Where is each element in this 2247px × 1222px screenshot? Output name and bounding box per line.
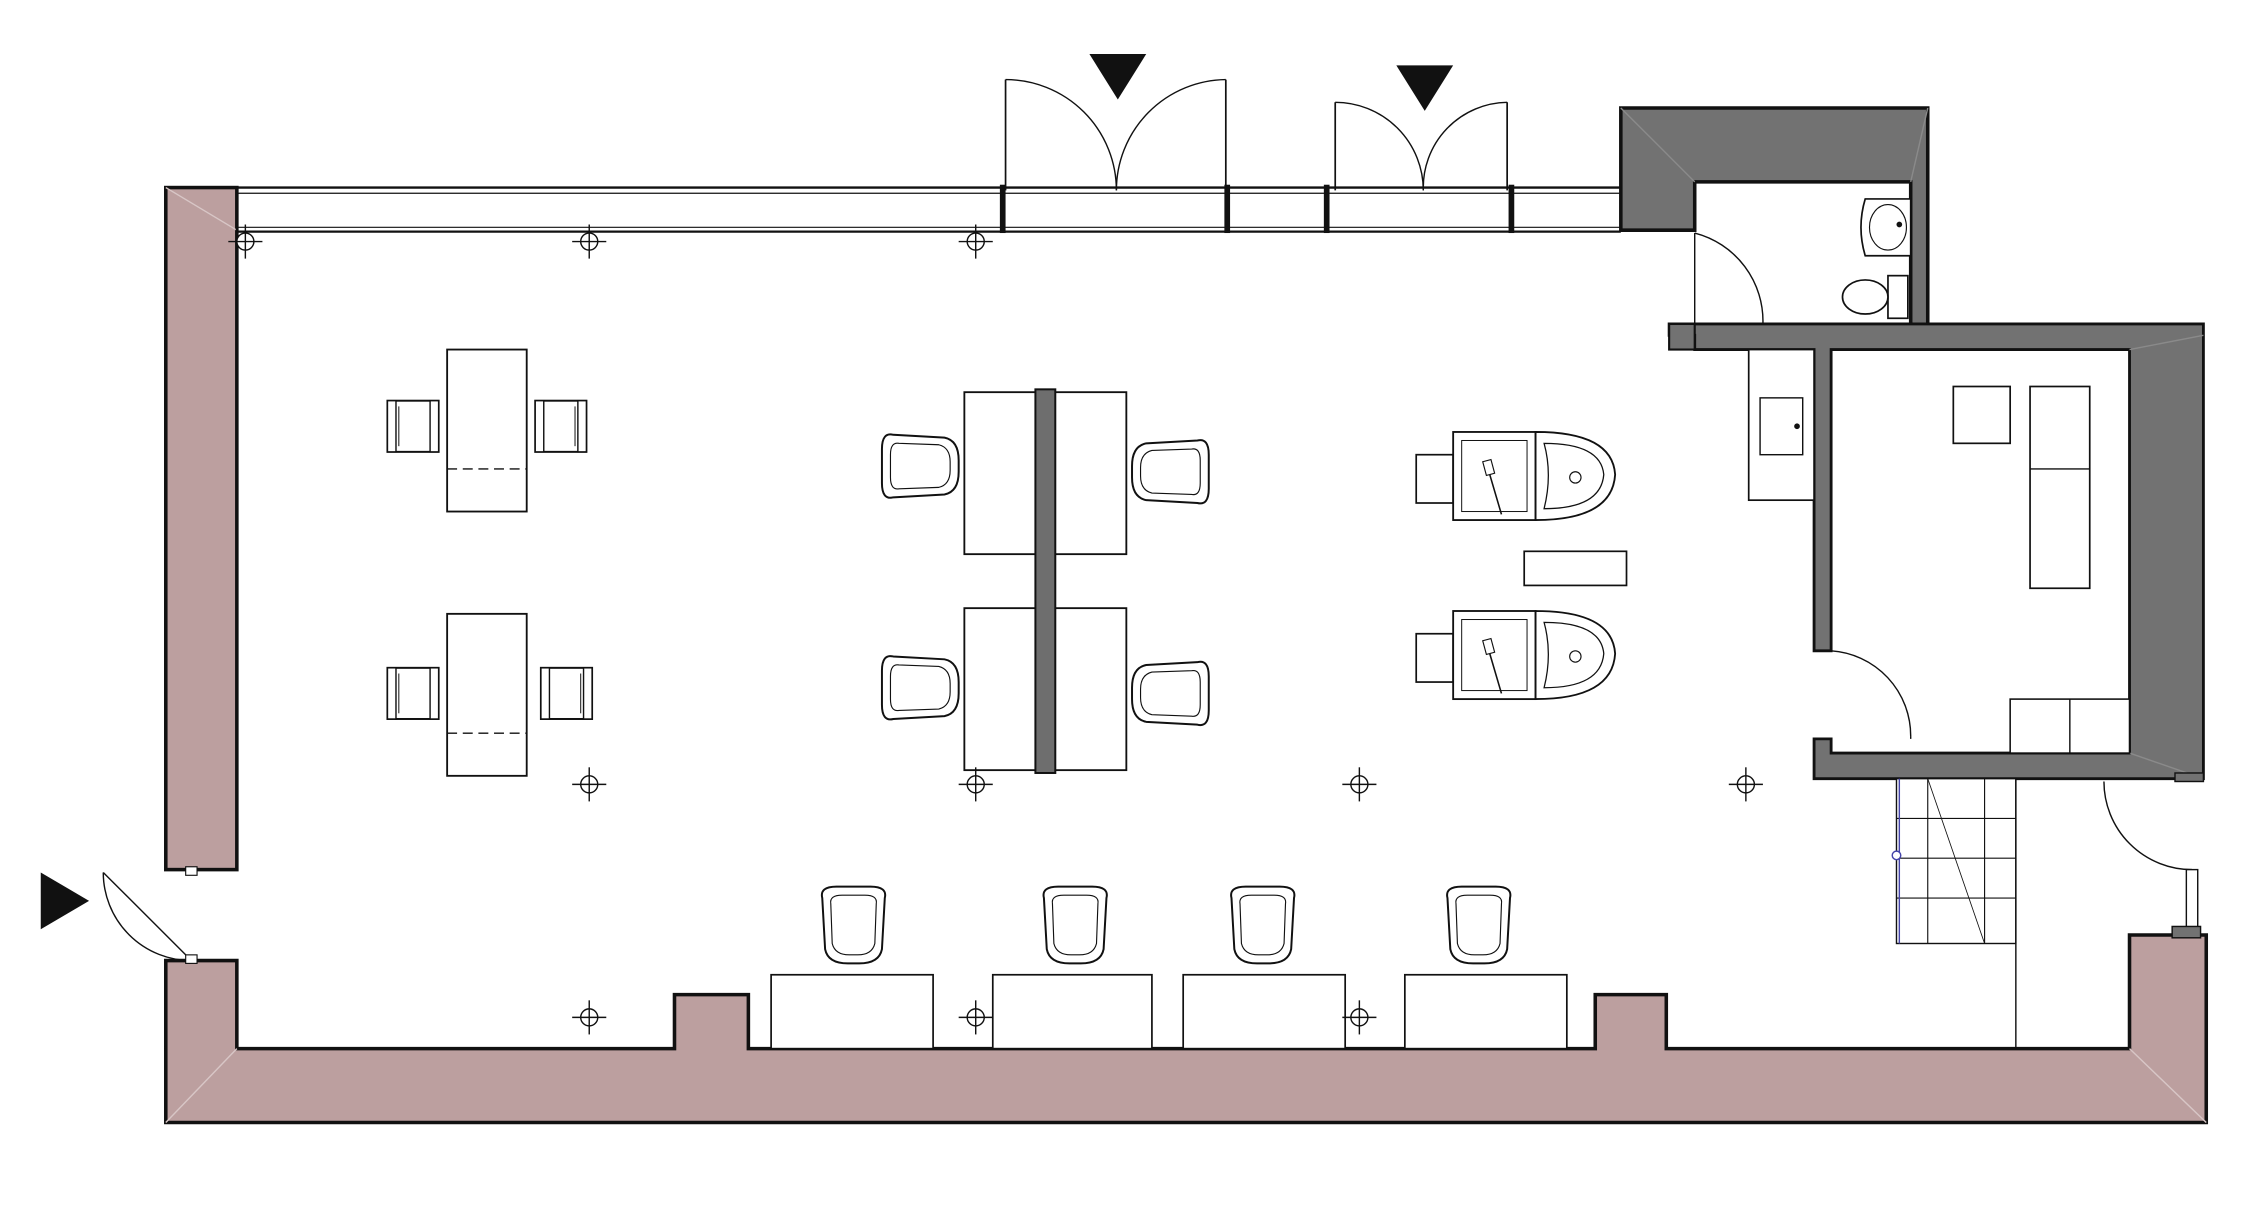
wash-station-area	[1415, 431, 1628, 701]
desk-1	[386, 348, 588, 513]
washroom-walls	[1619, 106, 2205, 781]
back-room-door[interactable]	[1831, 650, 1912, 739]
light-icon	[1728, 766, 1764, 803]
outer-walls	[164, 185, 2209, 1125]
light-icon	[957, 766, 994, 803]
bottom-wall	[164, 933, 2209, 1125]
light-icon	[571, 999, 607, 1036]
rear-door[interactable]	[2103, 772, 2205, 939]
washroom-door[interactable]	[1694, 232, 1764, 325]
side-entrance-arrow-icon	[40, 872, 90, 930]
stair	[1891, 777, 2017, 1049]
trolley	[1523, 550, 1628, 587]
sink-counter	[1747, 348, 1815, 502]
left-wall-upper	[164, 185, 239, 872]
washbasin	[1860, 198, 1912, 257]
light-icon	[1341, 999, 1378, 1036]
double-door-left[interactable]	[1004, 78, 1227, 191]
desk-2	[386, 612, 594, 777]
storefront-glazing	[235, 184, 1621, 234]
light-icon	[957, 223, 994, 260]
entrance-arrow-icon	[1396, 65, 1454, 111]
double-door-right[interactable]	[1334, 101, 1509, 191]
light-icon	[957, 999, 994, 1036]
desk-area	[386, 348, 594, 777]
light-icon	[1341, 766, 1378, 803]
styling-counter-row	[770, 885, 1568, 1050]
light-icon	[571, 223, 607, 260]
workstation-cluster	[880, 388, 1210, 774]
toilet	[1841, 274, 1909, 320]
back-room-furniture	[1952, 385, 2131, 754]
side-door[interactable]	[102, 866, 237, 964]
light-icon	[571, 766, 607, 803]
entrance-arrow-icon	[1089, 53, 1147, 100]
